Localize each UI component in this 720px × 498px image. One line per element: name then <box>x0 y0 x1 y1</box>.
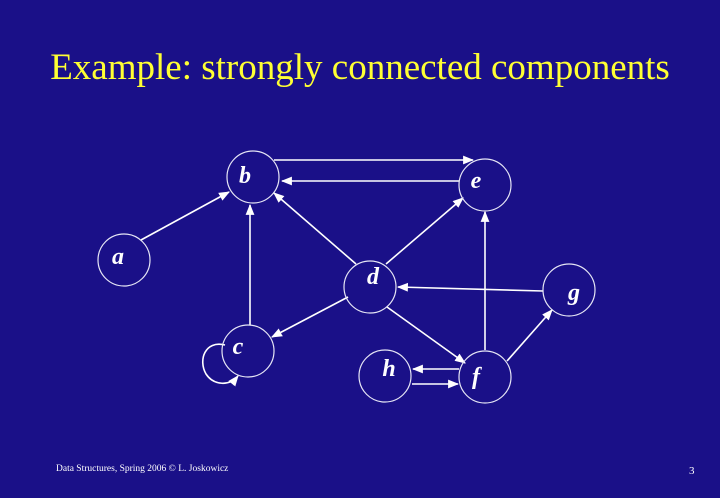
page-number: 3 <box>689 465 695 477</box>
edge-g-d <box>396 282 544 292</box>
edge-d-c <box>271 296 349 338</box>
node-f: f <box>458 350 512 404</box>
svg-text:e: e <box>471 168 482 194</box>
svg-text:a: a <box>112 244 124 270</box>
node-e: e <box>458 158 512 212</box>
edge-a-b <box>140 191 230 241</box>
svg-text:g: g <box>567 280 580 306</box>
node-a: a <box>97 233 151 287</box>
svg-text:h: h <box>382 356 395 382</box>
edge-d-b <box>273 192 357 265</box>
node-c: c <box>221 324 275 378</box>
slide-title: Example: strongly connected components <box>50 47 670 88</box>
edge-d-f <box>386 306 466 364</box>
node-h: h <box>358 349 412 403</box>
node-g: g <box>542 263 596 317</box>
svg-text:f: f <box>472 364 482 390</box>
edge-c-c-self-loop <box>201 343 239 387</box>
svg-text:c: c <box>233 334 244 360</box>
edge-d-e <box>385 197 464 265</box>
svg-text:b: b <box>239 163 251 189</box>
footer-text: Data Structures, Spring 2006 © L. Joskow… <box>56 464 229 474</box>
node-d: d <box>343 260 397 314</box>
svg-text:d: d <box>367 264 380 290</box>
node-b: b <box>226 150 280 204</box>
edge-f-g <box>506 309 553 362</box>
